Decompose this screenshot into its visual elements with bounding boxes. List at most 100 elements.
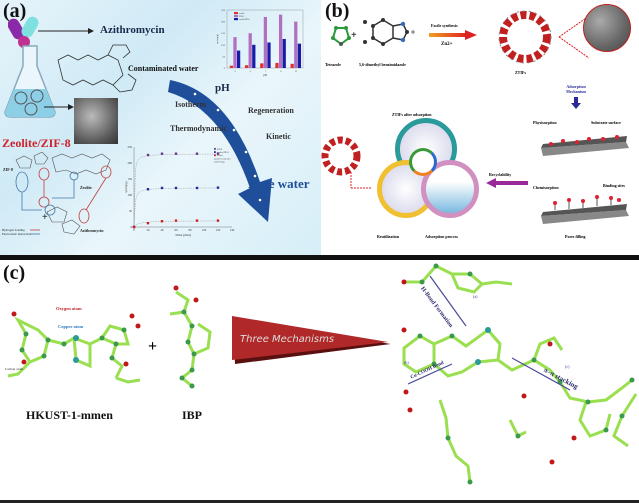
- line-legend-label: zeolite/ZIF-8: [217, 152, 229, 154]
- plus-sign-c: +: [148, 338, 158, 355]
- ibp-label: IBP: [182, 408, 203, 422]
- arrow-to-azithromycin: [38, 28, 94, 34]
- after-adsorption-label: ZTIFs after adsorption: [392, 112, 432, 117]
- line-x-tick-label: 40: [161, 228, 165, 232]
- hkust-molecule: [7, 311, 141, 384]
- recyclability-arrow: [486, 178, 528, 188]
- line-x-tick-label: 0: [133, 228, 135, 232]
- data-point: [195, 186, 199, 190]
- bar-y-tick-label: 50: [223, 55, 226, 58]
- bar: [290, 63, 294, 68]
- complex-molecule: [401, 263, 638, 485]
- tetrazole-label: Tetrazole: [325, 62, 341, 67]
- azithromycin-small-label: Azithromycin: [80, 228, 104, 233]
- bar-x-tick-label: 9: [280, 70, 282, 73]
- recyclability-label: Recyclability: [489, 172, 512, 177]
- bar: [244, 65, 249, 68]
- bar: [282, 39, 286, 68]
- sem-image: [74, 98, 118, 144]
- line-x-tick-label: 80: [189, 228, 193, 232]
- data-point: [174, 152, 178, 155]
- ph-label: pH: [215, 82, 230, 94]
- line-legend-label: ZIF-8: [217, 149, 223, 151]
- data-point: [146, 221, 150, 225]
- bar: [263, 16, 268, 68]
- bar-legend-swatch: [234, 15, 238, 18]
- fit-curve: [133, 153, 219, 228]
- line-x-tick-label: 100: [202, 228, 207, 232]
- physisorption-label: Physisorption: [533, 120, 557, 125]
- zif8-label: ZIF-8: [3, 167, 13, 172]
- hbond-legend: Hydrogen bonding: [2, 228, 25, 232]
- line-legend-marker: [214, 148, 216, 150]
- copper-atom-label: Copper atom: [58, 324, 84, 329]
- line-x-tick-label: 60: [175, 228, 179, 232]
- physisorption-substrate: [541, 135, 629, 156]
- data-point: [174, 186, 178, 190]
- line-x-tick-label: 140: [230, 228, 235, 232]
- data-point: [146, 188, 150, 191]
- mechanism-c-label: (c): [565, 364, 570, 369]
- benzimidazole-molecule: [363, 18, 415, 46]
- ztif-framework: [498, 10, 552, 64]
- bar: [278, 14, 283, 69]
- bar: [260, 63, 264, 68]
- composite-label: Zeolite/ZIF-8: [2, 136, 71, 150]
- bar-x-tick-label: 11: [295, 70, 298, 73]
- recycling-icon: [409, 148, 437, 176]
- regeneration-label: Regeneration: [248, 106, 294, 115]
- panel-divider: [0, 255, 639, 260]
- process-arrow: [168, 80, 272, 222]
- carbon-atom-label: Carbon atom: [5, 367, 24, 371]
- line-legend-marker: [214, 151, 216, 153]
- mechanism-a-label: (a): [473, 294, 478, 299]
- bar-y-tick-label: 150: [221, 32, 226, 35]
- ztifs-label: ZTIFs: [515, 70, 526, 75]
- line-legend-marker: [214, 154, 216, 157]
- line-x-tick-label: 20: [147, 228, 151, 232]
- contaminated-water-label: Contaminated water: [128, 64, 199, 73]
- line-y-tick-label: 150: [128, 177, 133, 181]
- line-x-tick-label: 120: [216, 228, 221, 232]
- bar: [294, 21, 298, 68]
- bar-y-tick-label: 200: [221, 21, 226, 24]
- bar: [275, 62, 279, 68]
- plus-sign-b: +: [351, 30, 357, 41]
- data-point: [160, 152, 164, 155]
- adsorption-process-label: Adsorption process: [425, 234, 458, 239]
- kinetic-label: Kinetic: [266, 132, 291, 141]
- pure-water-label: Pure water: [248, 176, 310, 191]
- bar-legend-label: ZIF-8: [239, 16, 244, 18]
- binding-sites-label: Binding sites: [603, 183, 625, 188]
- bar: [229, 65, 233, 68]
- bar-y-tick-label: 100: [221, 44, 226, 47]
- bar-x-axis-label: pH: [263, 73, 268, 77]
- arrow-to-sem: [44, 104, 74, 110]
- line-y-tick-label: 250: [128, 145, 133, 149]
- data-point: [195, 152, 199, 155]
- azithromycin-structure: [57, 44, 137, 93]
- line-y-tick-label: 50: [129, 209, 133, 213]
- ztif-ring-small: [321, 136, 371, 189]
- synthesis-arrow: [429, 30, 477, 40]
- svg-text:+: +: [42, 212, 48, 223]
- zn-label: Zn2+: [441, 42, 453, 47]
- facile-synthesis-label: Facile synthesis: [431, 23, 458, 28]
- ibp-molecule: [169, 285, 212, 389]
- data-point: [216, 152, 220, 155]
- bar-y-axis-label: qe (mg/g): [216, 34, 219, 44]
- bar-legend-swatch: [234, 12, 238, 15]
- panel-label-c: (c): [3, 262, 26, 284]
- line-y-axis-label: qt (mg/g): [124, 181, 128, 192]
- substrate-label: Substrate surface: [591, 120, 621, 125]
- tetrazole-molecule: [331, 26, 351, 46]
- data-point: [146, 153, 150, 157]
- data-point: [160, 220, 164, 223]
- bar-legend-swatch: [234, 18, 238, 21]
- line-y-tick-label: 200: [128, 161, 133, 165]
- adsorption-mechanism-label: Adsorption Mechanism: [566, 84, 586, 94]
- bar-y-tick-label: 0: [224, 67, 226, 70]
- electrostatic-legend: Electrostatic interaction: [2, 232, 31, 236]
